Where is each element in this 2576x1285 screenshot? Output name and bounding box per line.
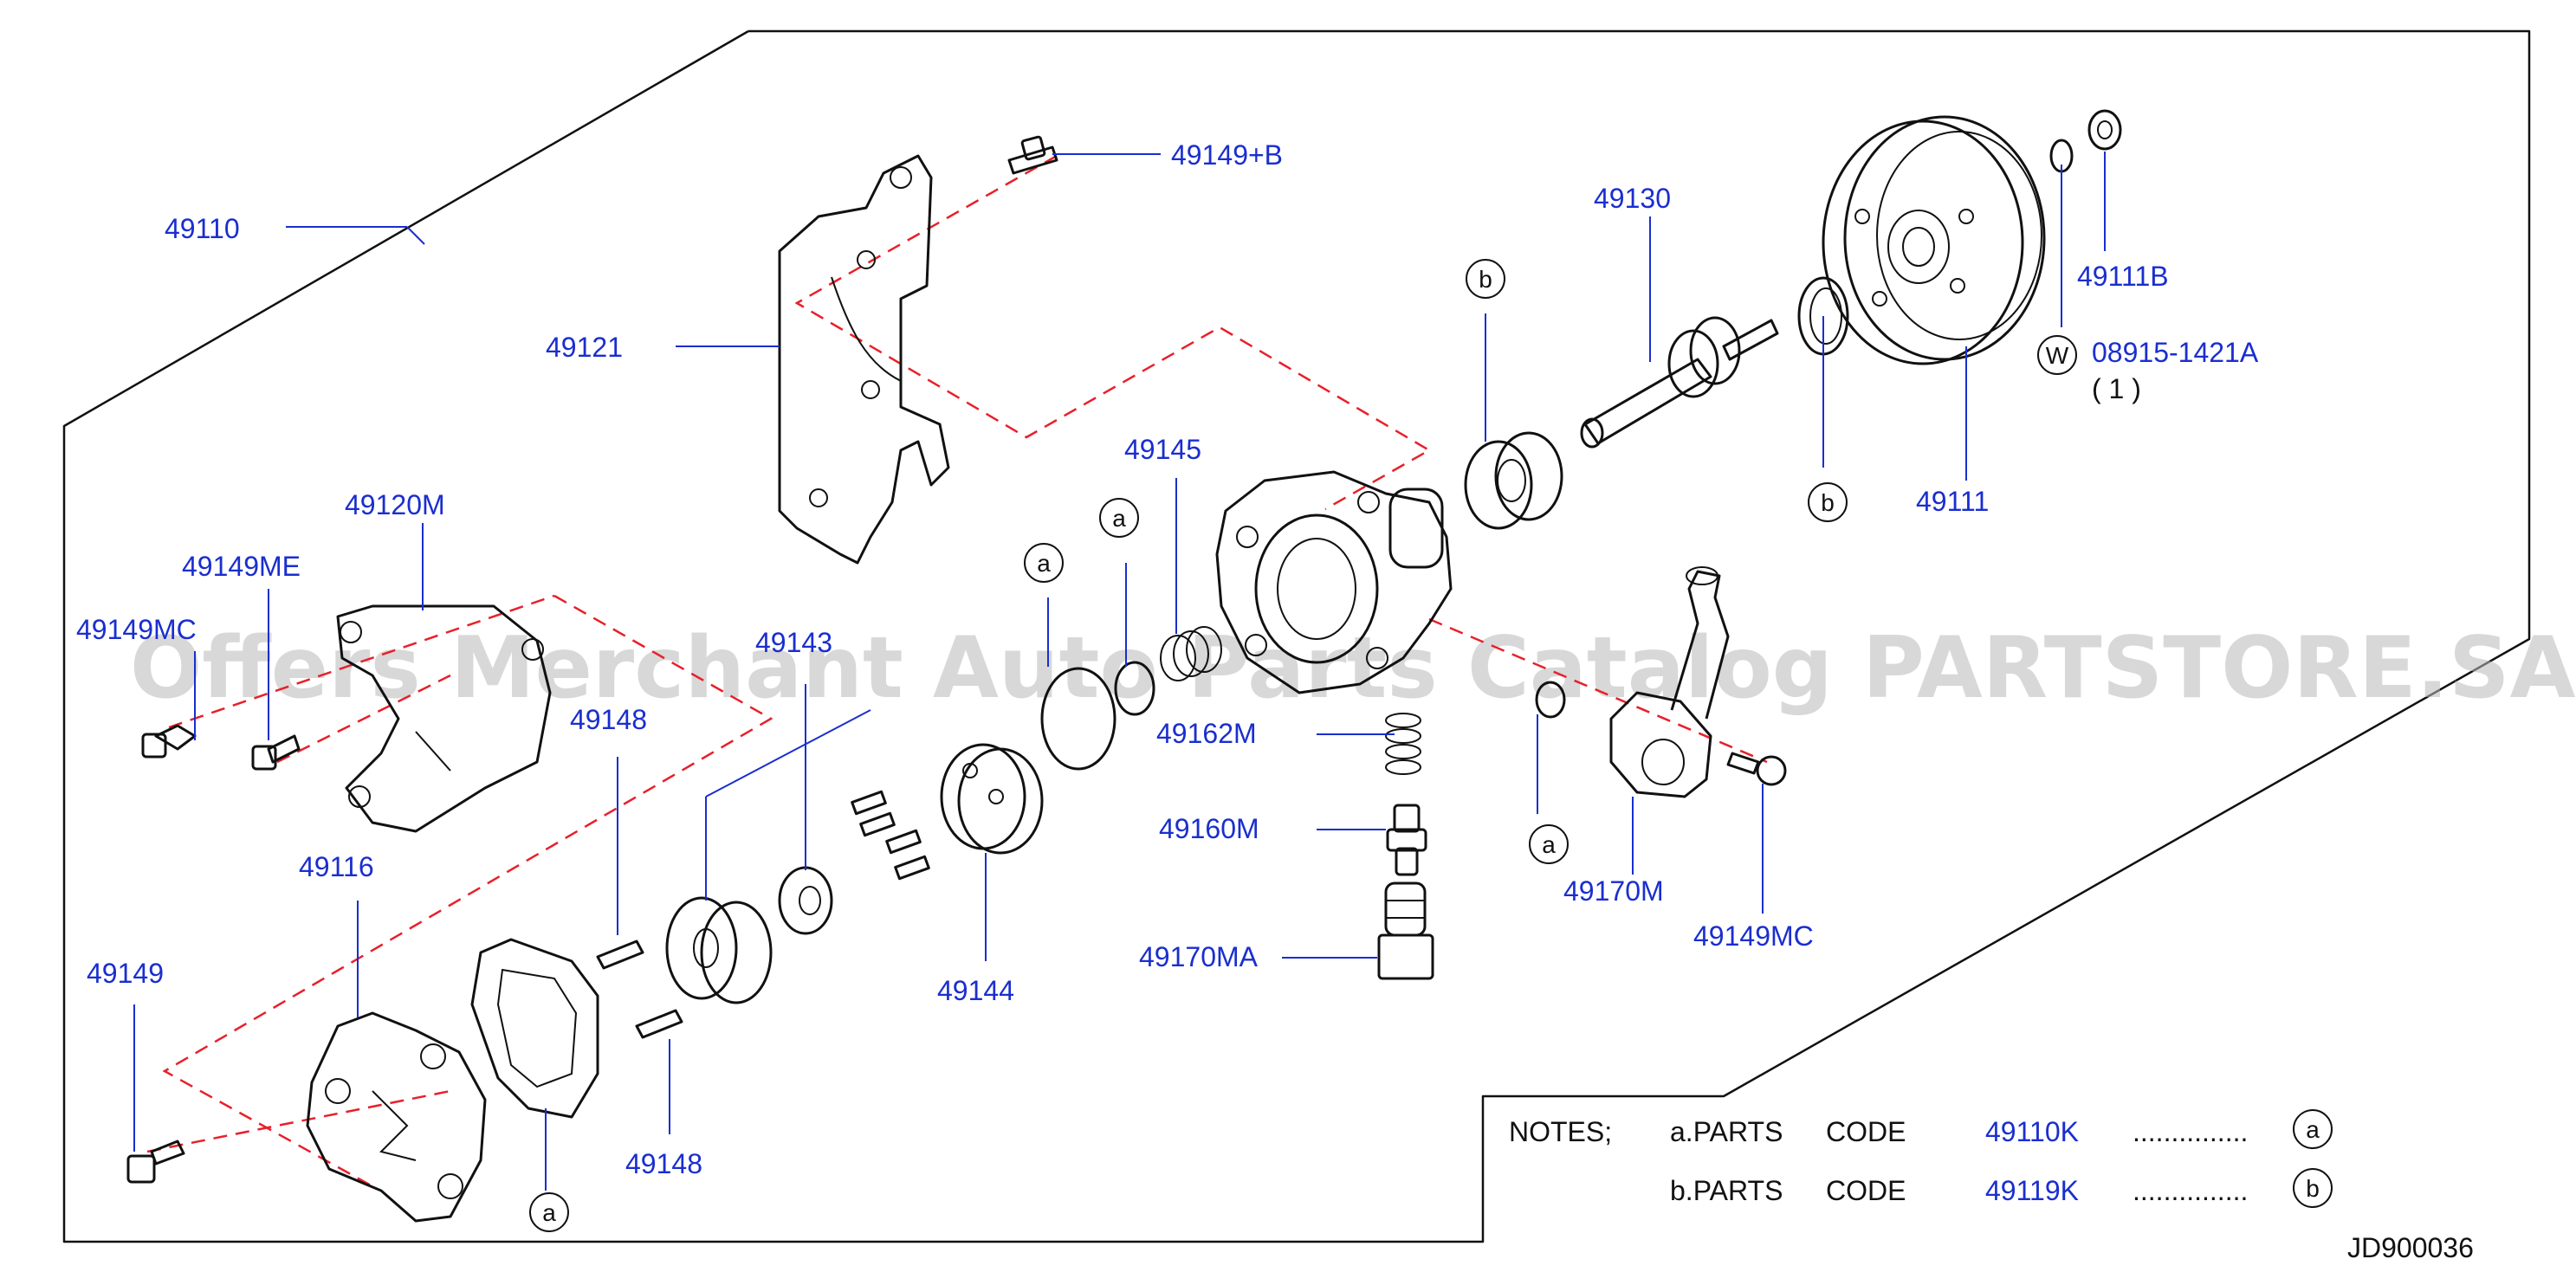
notes-row-b-code[interactable]: 49119K <box>1985 1175 2079 1206</box>
label-49143[interactable]: 49143 <box>755 627 832 658</box>
label-49121[interactable]: 49121 <box>546 332 623 363</box>
label-08915-qty: ( 1 ) <box>2092 373 2141 404</box>
label-49170ma[interactable]: 49170MA <box>1139 941 1259 972</box>
oil-seal[interactable] <box>1464 431 1563 530</box>
marker-b-seal: b <box>1466 259 1505 299</box>
svg-text:W: W <box>2046 342 2069 369</box>
notes-row-a-label: a.PARTS <box>1670 1116 1783 1147</box>
vanes[interactable] <box>851 790 930 881</box>
label-49111[interactable]: 49111 <box>1916 486 1989 517</box>
nut-49111b[interactable] <box>2087 109 2122 151</box>
label-49110[interactable]: 49110 <box>165 213 240 244</box>
label-49160m[interactable]: 49160M <box>1159 813 1259 844</box>
bracket-49121[interactable] <box>778 154 950 565</box>
bolt-49149me[interactable] <box>251 734 301 771</box>
label-49111b[interactable]: 49111B <box>2077 261 2169 292</box>
label-49148-lower[interactable]: 49148 <box>625 1148 702 1179</box>
shaft-49130[interactable] <box>1580 316 1779 449</box>
pin-49148-lower[interactable] <box>635 1009 683 1039</box>
marker-a-oring-small: a <box>1099 498 1139 538</box>
marker-a-fitting: a <box>1529 824 1569 864</box>
fitting-49170m[interactable] <box>1609 566 1730 798</box>
spring-49145[interactable] <box>1160 626 1222 681</box>
label-49149mc-right[interactable]: 49149MC <box>1693 920 1814 952</box>
diagram-code: JD900036 <box>2347 1232 2474 1263</box>
label-49149me[interactable]: 49149ME <box>182 551 301 582</box>
bolt-49149mc-left[interactable] <box>141 724 197 759</box>
bolt-49149mc-right[interactable] <box>1726 752 1787 786</box>
bolt-49149b[interactable] <box>1007 135 1058 175</box>
marker-a-oring-large: a <box>1024 543 1064 583</box>
label-49148-upper[interactable]: 49148 <box>570 704 647 735</box>
fitting-seal[interactable] <box>1535 681 1566 719</box>
bolt-49149[interactable] <box>126 1140 185 1184</box>
notes-block: NOTES; a.PARTS CODE 49110K .............… <box>1509 1116 2248 1206</box>
cam-ring[interactable] <box>665 896 773 1004</box>
svg-text:b: b <box>1479 266 1492 293</box>
side-plate-49144[interactable] <box>940 743 1044 855</box>
o-ring-small[interactable] <box>1114 661 1155 716</box>
svg-text:b: b <box>1821 489 1835 516</box>
notes-row-a-dots: ............... <box>2133 1116 2248 1147</box>
marker-a-notes: a <box>2293 1109 2333 1149</box>
label-49170m[interactable]: 49170M <box>1563 875 1664 907</box>
label-49162m[interactable]: 49162M <box>1156 718 1257 749</box>
assembly-outline <box>62 29 2531 1243</box>
marker-a-gasket: a <box>529 1192 569 1232</box>
marker-w: W <box>2037 335 2077 375</box>
label-49144[interactable]: 49144 <box>937 975 1014 1006</box>
watermark-text: Offers Merchant Auto Parts Catalog PARTS… <box>130 619 2576 718</box>
label-08915-1421a[interactable]: 08915-1421A <box>2092 337 2259 368</box>
notes-row-b-label: b.PARTS <box>1670 1175 1783 1206</box>
notes-heading: NOTES; <box>1509 1116 1612 1147</box>
svg-text:a: a <box>1037 550 1051 577</box>
label-49130[interactable]: 49130 <box>1594 183 1671 214</box>
part-labels: 49110 49121 49149+B 49120M 49149ME 49149… <box>76 139 2259 1179</box>
notes-row-a-code[interactable]: 49110K <box>1985 1116 2079 1147</box>
spring-49162m[interactable] <box>1385 713 1421 775</box>
label-49149[interactable]: 49149 <box>87 958 164 989</box>
notes-row-b-dots: ............... <box>2133 1175 2248 1206</box>
cover-49116[interactable] <box>306 1011 487 1223</box>
notes-row-a-code-word: CODE <box>1826 1116 1906 1147</box>
label-49149b[interactable]: 49149+B <box>1171 139 1283 171</box>
svg-text:a: a <box>1112 505 1126 532</box>
svg-text:a: a <box>542 1199 556 1226</box>
pulley-49111[interactable] <box>1822 115 2046 365</box>
o-ring-large[interactable] <box>1040 667 1116 771</box>
svg-text:a: a <box>1542 831 1556 858</box>
valve-49160m[interactable] <box>1386 804 1427 876</box>
gasket[interactable] <box>470 938 599 1119</box>
label-49145[interactable]: 49145 <box>1124 434 1201 465</box>
label-49120m[interactable]: 49120M <box>345 489 445 520</box>
label-49149mc-left[interactable]: 49149MC <box>76 614 197 645</box>
bracket-49120m[interactable] <box>336 604 552 833</box>
pin-49148-upper[interactable] <box>596 940 644 970</box>
rotor-49143[interactable] <box>778 866 833 935</box>
connector-49170ma[interactable] <box>1377 881 1434 980</box>
leader-lines <box>133 152 2106 1191</box>
marker-b-notes: b <box>2293 1168 2333 1208</box>
label-49116[interactable]: 49116 <box>299 851 374 882</box>
notes-row-b-code-word: CODE <box>1826 1175 1906 1206</box>
svg-text:b: b <box>2306 1175 2320 1202</box>
markers: b b W a a a a a b <box>529 259 2333 1232</box>
pump-body[interactable] <box>1215 470 1453 694</box>
svg-text:a: a <box>2306 1116 2320 1143</box>
marker-b-snapring: b <box>1808 482 1848 522</box>
